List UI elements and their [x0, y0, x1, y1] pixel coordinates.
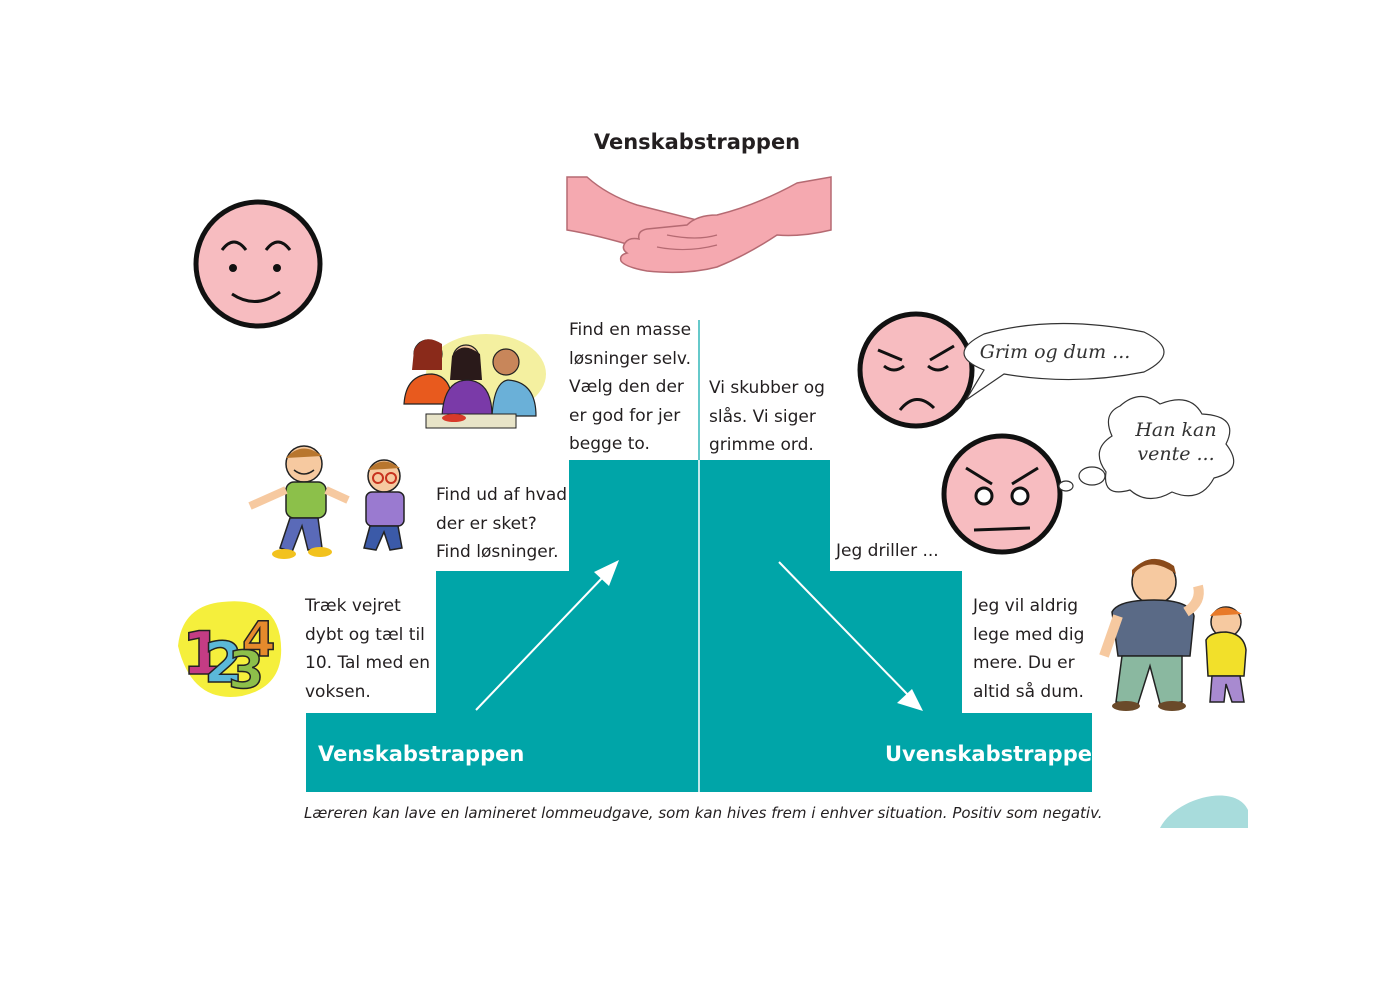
angry-face-icon [857, 311, 975, 429]
unfriend-step-1: Vi skubber og slås. Vi siger grimme ord. [709, 378, 825, 455]
speech-bubble-text: Grim og dum ... [979, 341, 1131, 363]
handshake-icon [566, 176, 832, 274]
thought-bubble-text: Han kan vente ... [1135, 419, 1217, 465]
friend-step-3: Find en masse løsninger selv. Vælg den d… [569, 320, 692, 454]
speech-bubble-icon [963, 322, 1165, 401]
caption: Læreren kan lave en lamineret lommeudgav… [304, 804, 1103, 822]
svg-text:1: 1 [182, 619, 224, 689]
unfriend-stairs-shape [699, 460, 1092, 792]
friend-stairs-shape [306, 460, 699, 792]
numbers-icon: 1 2 3 4 [178, 601, 282, 702]
page-title: Venskabstrappen [593, 130, 801, 154]
kids-eating-icon [403, 334, 546, 429]
up-arrow-icon [475, 560, 619, 711]
children-icon [248, 445, 405, 559]
decorative-blob [1160, 795, 1248, 828]
down-arrow-icon [778, 561, 923, 711]
unfriend-step-3: Jeg vil aldrig lege med dig mere. Du er … [973, 596, 1085, 702]
svg-text:2: 2 [204, 631, 243, 696]
furious-face-icon [941, 433, 1063, 555]
unfriend-stairs-label: Uvenskabstrappen [885, 742, 1107, 766]
svg-text:4: 4 [242, 612, 275, 668]
friend-step-1: Træk vejret dybt og tæl til 10. Tal med … [305, 596, 431, 702]
friend-stairs-label: Venskabstrappen [318, 742, 525, 766]
unfriend-step-2: Jeg driller ... [836, 541, 939, 561]
thought-bubble-icon [1058, 395, 1235, 500]
svg-text:3: 3 [228, 641, 264, 701]
friend-step-2: Find ud af hvad der er sket? Find løsnin… [436, 485, 568, 562]
smiley-face-icon [193, 199, 323, 329]
bully-icon [1099, 558, 1247, 711]
